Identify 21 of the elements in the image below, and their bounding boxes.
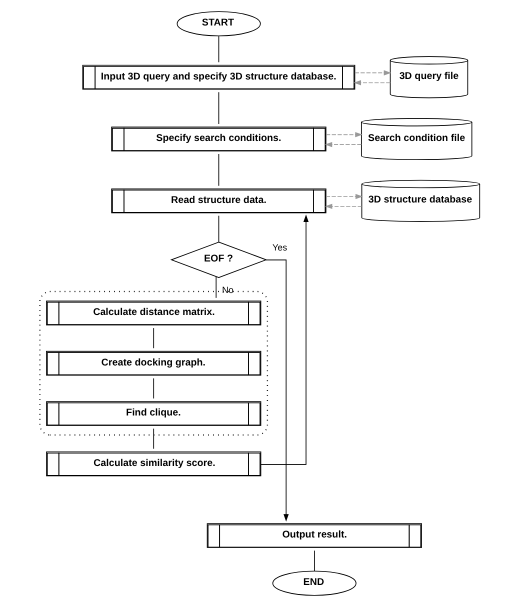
connector: [218, 92, 219, 124]
connector: [218, 215, 219, 242]
arrow: [353, 80, 390, 86]
connector: [218, 154, 219, 186]
edge-label: No: [221, 284, 234, 295]
arrow: [325, 194, 362, 200]
arrow: [354, 70, 391, 76]
node-diamond: EOF ?: [170, 242, 267, 278]
connector: [152, 428, 154, 450]
node-ellipse: START: [176, 11, 260, 36]
connector: [152, 378, 154, 399]
connector: [152, 328, 154, 349]
arrow: [324, 204, 362, 209]
arrow: [260, 214, 308, 465]
connector: [218, 36, 219, 63]
arrow: [265, 260, 288, 522]
arrow: [325, 132, 362, 138]
node-ellipse: END: [272, 570, 356, 596]
arrow: [324, 142, 362, 148]
connector: [215, 276, 216, 298]
edge-label: Yes: [272, 242, 287, 253]
